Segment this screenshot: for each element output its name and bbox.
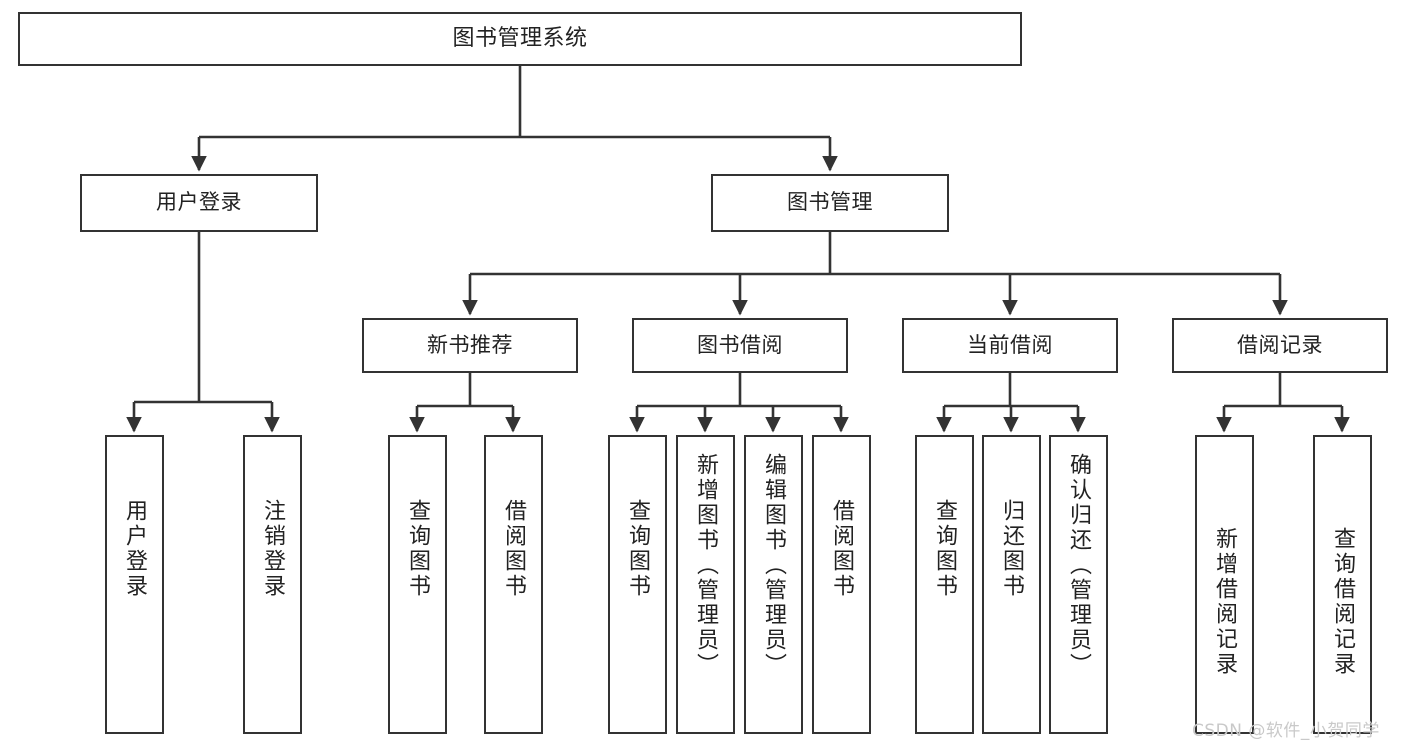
node-root[interactable]: 图书管理系统 [18,12,1022,66]
node-leaf-confirm-return[interactable]: 确认归还（管理员） [1049,435,1108,734]
node-leaf-query-book-3-label: 查询图书 [932,499,958,599]
node-leaf-query-record[interactable]: 查询借阅记录 [1313,435,1372,734]
node-leaf-add-book-label: 新增图书（管理员） [693,453,719,678]
node-leaf-query-book-3[interactable]: 查询图书 [915,435,974,734]
node-leaf-borrow-book-2[interactable]: 借阅图书 [812,435,871,734]
node-leaf-edit-book[interactable]: 编辑图书（管理员） [744,435,803,734]
node-leaf-user-logout-label: 注销登录 [260,499,286,599]
node-leaf-user-login[interactable]: 用户登录 [105,435,164,734]
node-new-book-recommend-label: 新书推荐 [427,332,513,357]
node-root-label: 图书管理系统 [452,25,588,51]
node-leaf-return-book-label: 归还图书 [999,499,1025,599]
node-borrow-record-label: 借阅记录 [1237,332,1323,357]
node-book-manage-label: 图书管理 [787,190,873,215]
node-leaf-edit-book-label: 编辑图书（管理员） [761,453,787,678]
node-current-borrow[interactable]: 当前借阅 [902,318,1118,373]
node-leaf-add-book[interactable]: 新增图书（管理员） [676,435,735,734]
node-leaf-query-book-1-label: 查询图书 [405,499,431,599]
node-leaf-query-book-2-label: 查询图书 [625,499,651,599]
node-leaf-add-record-label: 新增借阅记录 [1212,527,1238,677]
node-book-manage[interactable]: 图书管理 [711,174,949,232]
node-book-borrow[interactable]: 图书借阅 [632,318,848,373]
node-leaf-query-record-label: 查询借阅记录 [1330,527,1356,677]
node-user-login[interactable]: 用户登录 [80,174,318,232]
csdn-watermark: CSDN @软件_小贺同学 [1192,721,1380,741]
node-user-login-label: 用户登录 [156,190,242,215]
node-leaf-return-book[interactable]: 归还图书 [982,435,1041,734]
node-leaf-borrow-book-1[interactable]: 借阅图书 [484,435,543,734]
node-borrow-record[interactable]: 借阅记录 [1172,318,1388,373]
node-leaf-add-record[interactable]: 新增借阅记录 [1195,435,1254,734]
node-leaf-borrow-book-1-label: 借阅图书 [501,499,527,599]
node-book-borrow-label: 图书借阅 [697,332,783,357]
node-leaf-query-book-1[interactable]: 查询图书 [388,435,447,734]
node-current-borrow-label: 当前借阅 [967,332,1053,357]
node-leaf-borrow-book-2-label: 借阅图书 [829,499,855,599]
node-leaf-user-logout[interactable]: 注销登录 [243,435,302,734]
node-new-book-recommend[interactable]: 新书推荐 [362,318,578,373]
node-leaf-user-login-label: 用户登录 [122,499,148,599]
node-leaf-query-book-2[interactable]: 查询图书 [608,435,667,734]
node-leaf-confirm-return-label: 确认归还（管理员） [1066,453,1092,678]
